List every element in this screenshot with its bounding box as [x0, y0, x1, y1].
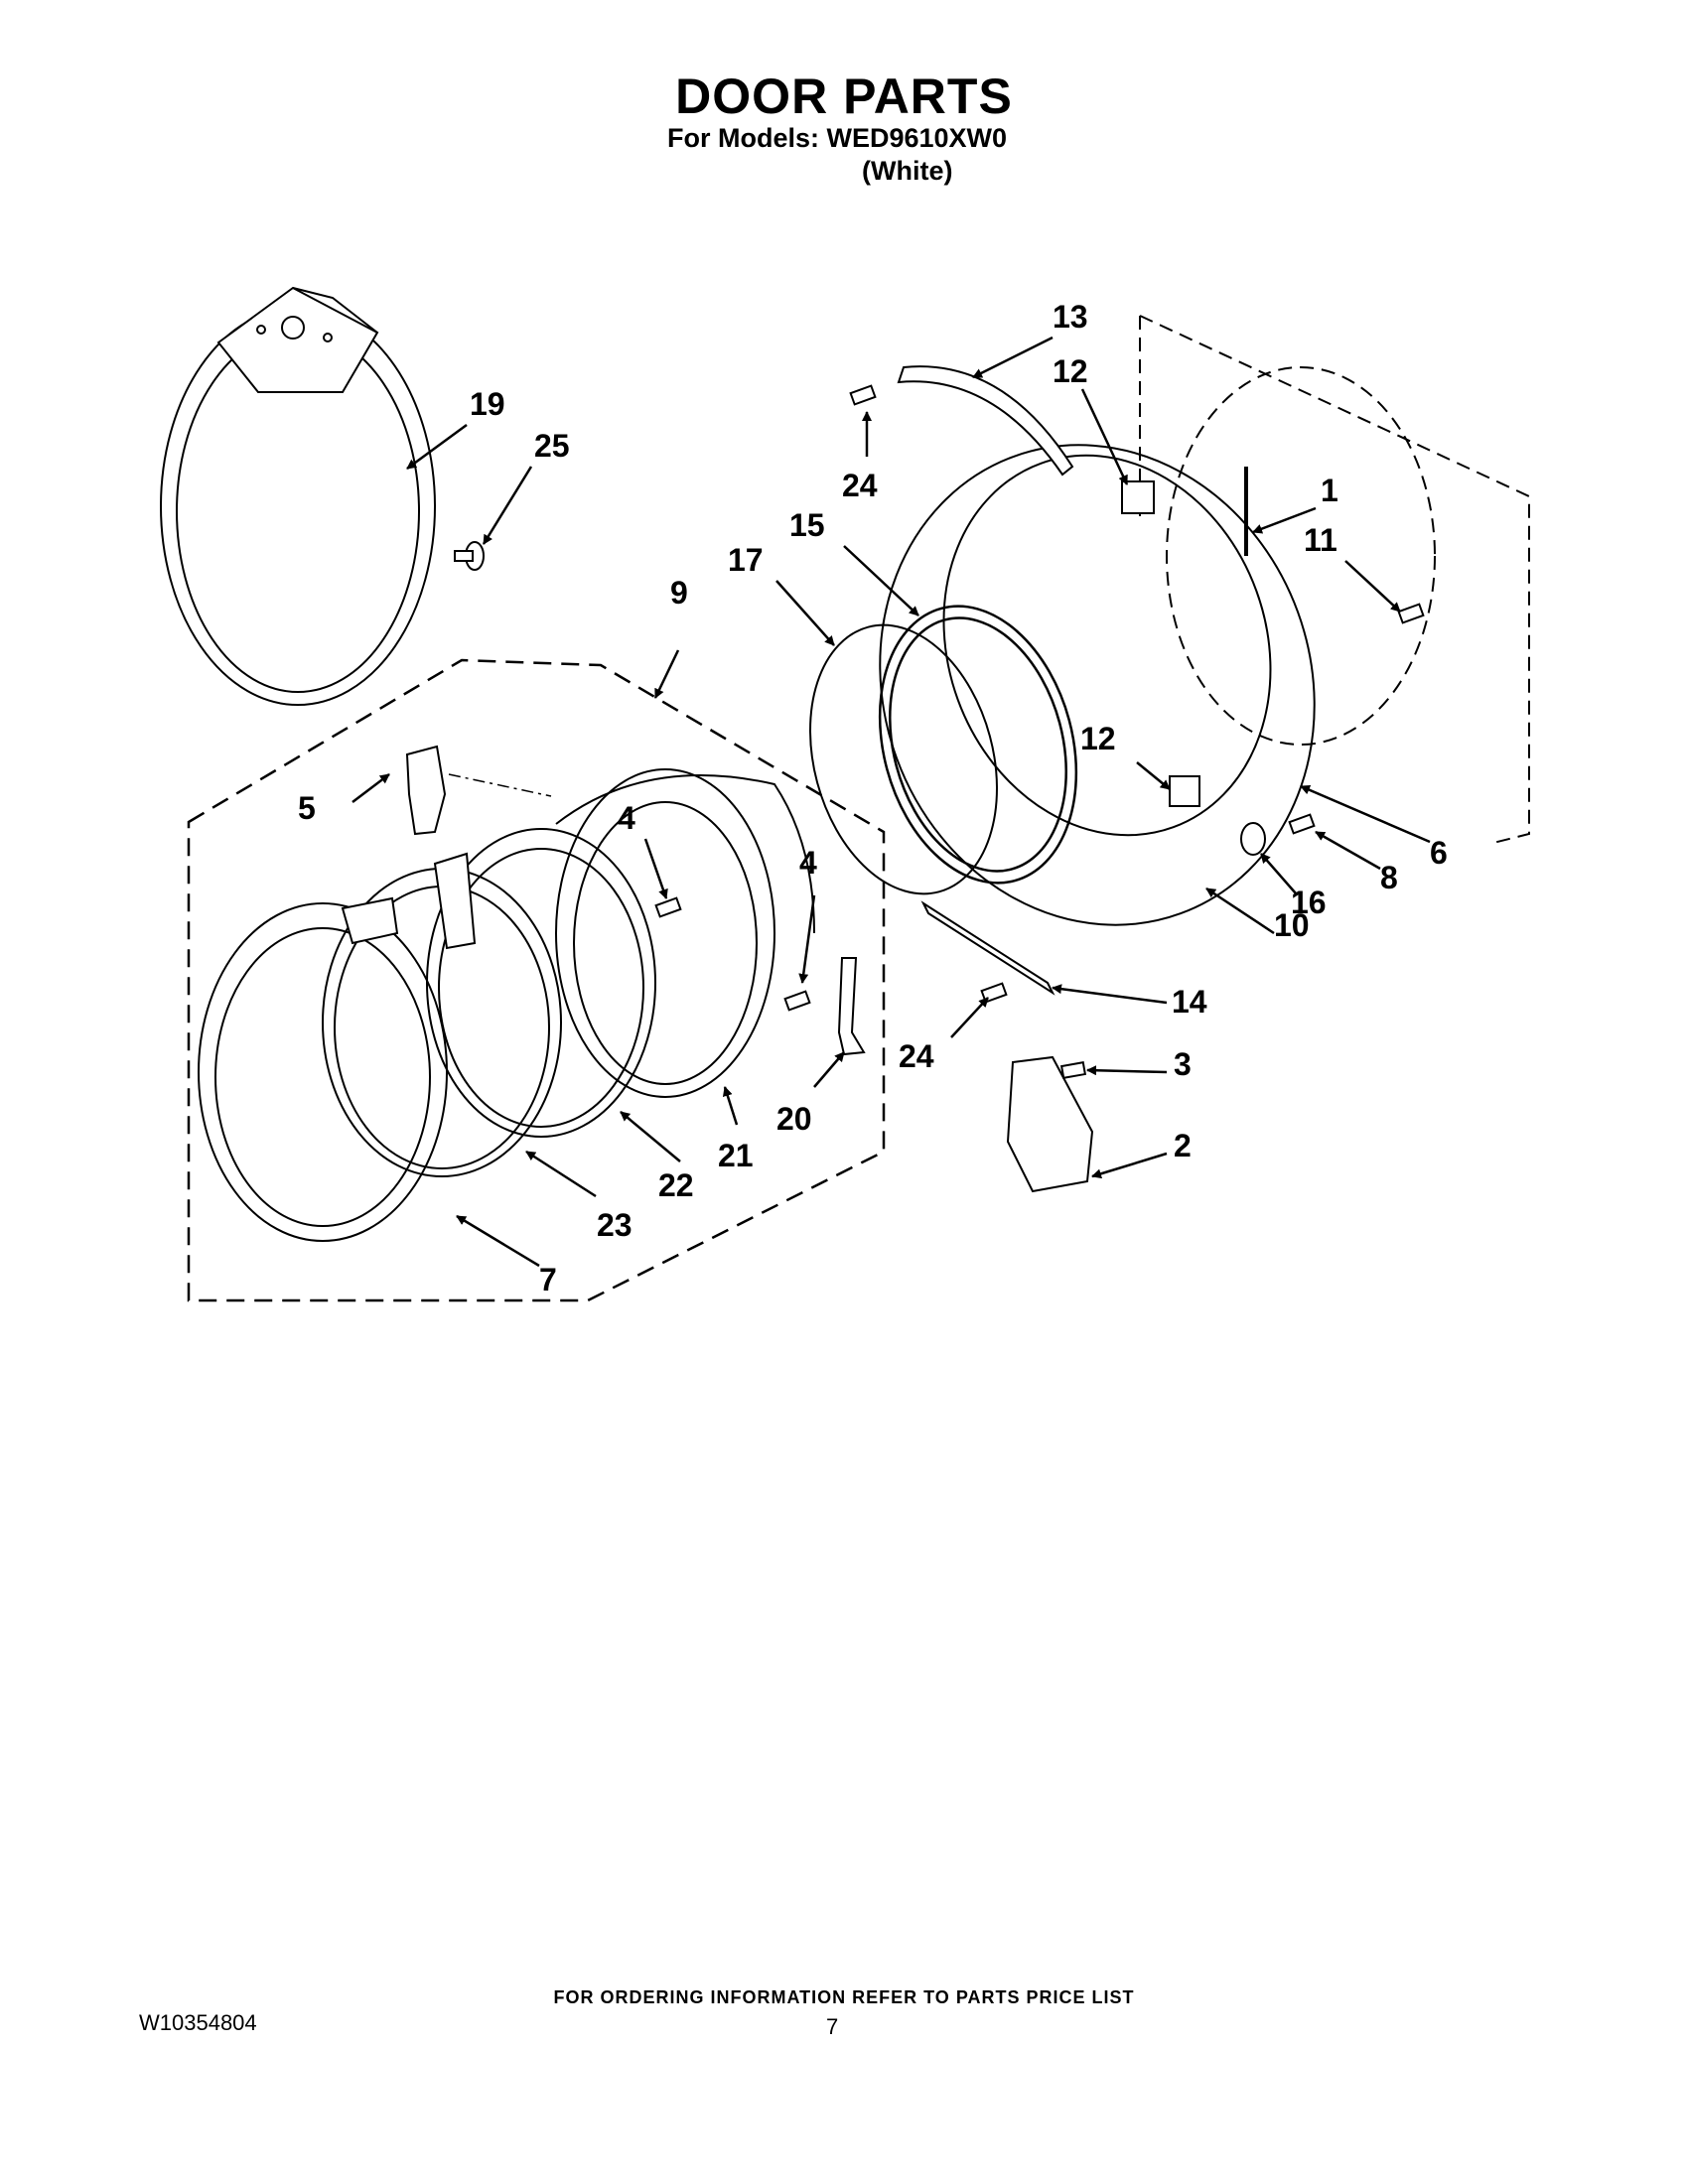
model-color: (White) [862, 156, 953, 186]
part-4-screws [654, 896, 811, 1012]
part-21-inner-door [555, 768, 815, 1098]
callout-5: 5 [298, 790, 316, 826]
part-5-hinge-cover [405, 745, 447, 836]
callout-15: 15 [789, 507, 825, 543]
callout-24: 24 [842, 468, 878, 503]
callout-11: 11 [1304, 522, 1337, 558]
callout-17: 17 [728, 542, 764, 578]
callout-4-left: 4 [618, 800, 635, 836]
callout-12-lower: 12 [1080, 721, 1116, 756]
callout-13: 13 [1053, 299, 1088, 335]
callout-22: 22 [658, 1167, 694, 1203]
part-14-rail [920, 900, 1055, 996]
callout-6: 6 [1430, 835, 1448, 871]
callout-24-lower: 24 [899, 1038, 934, 1074]
callout-14: 14 [1172, 984, 1207, 1020]
callout-2: 2 [1174, 1128, 1192, 1163]
callout-4-right: 4 [799, 845, 817, 881]
cabinet-opening [1166, 366, 1436, 746]
part-13-bracket [897, 365, 1074, 477]
part-10-front-panel [879, 444, 1316, 926]
part-7-outer-door [198, 902, 448, 1242]
callout-12: 12 [1053, 353, 1088, 389]
part-22-glass-ring [426, 828, 656, 1138]
document-number: W10354804 [139, 2010, 257, 2035]
part-5-guide-line [448, 773, 552, 797]
callout-20: 20 [776, 1101, 812, 1137]
callout-21: 21 [718, 1138, 754, 1173]
page-number: 7 [826, 2014, 839, 2039]
callout-25: 25 [534, 428, 570, 464]
callout-16: 16 [1291, 885, 1327, 920]
part-25-screw [454, 541, 485, 571]
model-line: For Models: WED9610XW0 [667, 123, 1008, 153]
leader-lines [352, 336, 1431, 1268]
part-17-glass [809, 623, 998, 895]
screws [849, 384, 1425, 1079]
callout-7: 7 [539, 1262, 557, 1297]
callout-19: 19 [470, 386, 505, 422]
part-12-latch-lower [1169, 775, 1200, 807]
callout-10: 10 [1274, 907, 1310, 943]
callout-1: 1 [1321, 473, 1338, 508]
part-2-hinge [1006, 1055, 1094, 1193]
part-15-gasket [878, 605, 1078, 885]
assembly-9-boundary [187, 658, 886, 1302]
part-12-latch-upper [1121, 480, 1155, 514]
callout-23: 23 [597, 1207, 633, 1243]
cabinet-outline [1139, 315, 1530, 845]
callout-9: 9 [670, 575, 688, 611]
part-20-bracket [837, 957, 866, 1056]
page-title: DOOR PARTS [675, 68, 1013, 124]
callout-8: 8 [1380, 860, 1398, 895]
callout-3: 3 [1174, 1046, 1192, 1082]
ordering-note: FOR ORDERING INFORMATION REFER TO PARTS … [553, 1987, 1135, 2007]
part-19-rear-ring [160, 286, 436, 706]
